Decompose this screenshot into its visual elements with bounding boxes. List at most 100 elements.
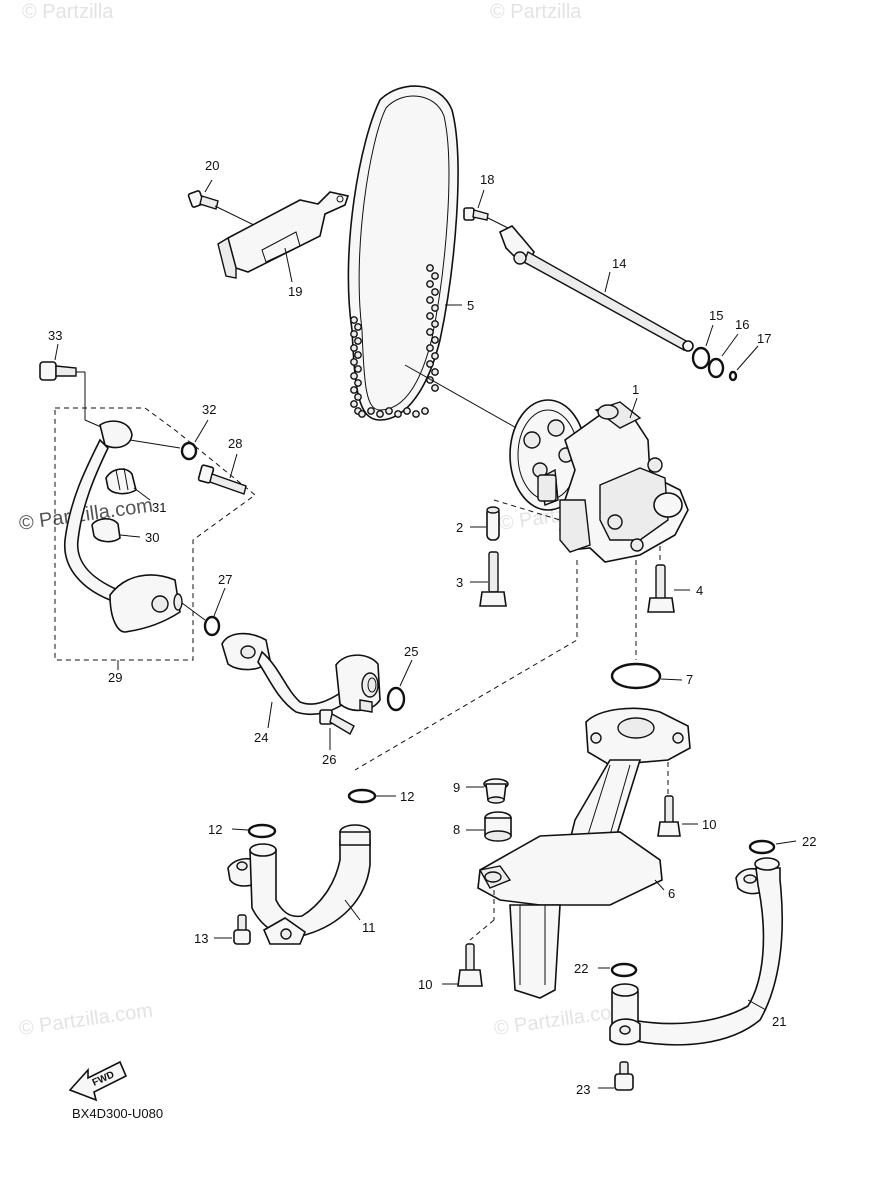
chain-roller bbox=[350, 358, 358, 366]
callout-1: 1 bbox=[632, 382, 639, 397]
chain-roller bbox=[426, 328, 434, 336]
part-23-bolt bbox=[614, 1061, 634, 1091]
chain-roller bbox=[431, 384, 439, 392]
chain-roller bbox=[354, 351, 362, 359]
part-28-bolt bbox=[197, 464, 247, 495]
callout-10-lower: 10 bbox=[418, 977, 432, 992]
callout-10-upper: 10 bbox=[702, 817, 716, 832]
callout-5: 5 bbox=[467, 298, 474, 313]
chain-roller bbox=[426, 296, 434, 304]
part-16-o-ring bbox=[707, 357, 725, 379]
part-19-bracket bbox=[217, 191, 350, 279]
watermark-bottom-right: © Partzilla.com bbox=[493, 999, 630, 1040]
chain-roller bbox=[431, 304, 439, 312]
callout-9: 9 bbox=[453, 780, 460, 795]
part-27-o-ring bbox=[203, 615, 221, 637]
diagram-code: BX4D300-U080 bbox=[72, 1106, 163, 1121]
part-31-clamp bbox=[105, 467, 137, 495]
callout-29: 29 bbox=[108, 670, 122, 685]
part-18-bolt bbox=[463, 207, 489, 221]
callout-26: 26 bbox=[322, 752, 336, 767]
fwd-arrow-icon: FWD bbox=[68, 1060, 128, 1102]
part-20-bolt bbox=[187, 190, 219, 210]
part-9-collar bbox=[483, 778, 509, 804]
part-22-o-ring-lower bbox=[610, 962, 638, 978]
callout-14: 14 bbox=[612, 256, 626, 271]
watermark-bottom-left: © Partzilla.com bbox=[18, 999, 155, 1040]
part-22-o-ring-upper bbox=[748, 839, 776, 855]
chain-roller bbox=[350, 400, 358, 408]
callout-12-left: 12 bbox=[208, 822, 222, 837]
callout-19: 19 bbox=[288, 284, 302, 299]
part-10-bolt-upper bbox=[657, 795, 681, 837]
chain-roller bbox=[354, 323, 362, 331]
callout-17: 17 bbox=[757, 331, 771, 346]
part-10-bolt-lower bbox=[457, 943, 483, 987]
part-17-o-ring bbox=[728, 370, 738, 382]
chain-roller bbox=[350, 316, 358, 324]
callout-31: 31 bbox=[152, 500, 166, 515]
part-1-oil-pump-assembly bbox=[509, 399, 689, 563]
watermark-top-left: © Partzilla bbox=[22, 1, 114, 23]
callout-11: 11 bbox=[362, 920, 376, 935]
chain-roller bbox=[350, 330, 358, 338]
part-30-clamp bbox=[91, 518, 121, 543]
chain-roller bbox=[426, 344, 434, 352]
callout-25: 25 bbox=[404, 644, 418, 659]
part-4-bolt bbox=[647, 564, 675, 613]
chain-roller bbox=[426, 360, 434, 368]
callout-6: 6 bbox=[668, 886, 675, 901]
callout-18: 18 bbox=[480, 172, 494, 187]
part-29-assembly-box bbox=[54, 407, 256, 661]
watermark-top-center: © Partzilla bbox=[490, 1, 582, 23]
part-7-o-ring bbox=[610, 662, 662, 690]
chain-roller bbox=[354, 365, 362, 373]
chain-roller bbox=[431, 320, 439, 328]
part-15-o-ring bbox=[691, 346, 711, 370]
part-6-oil-strainer bbox=[477, 707, 691, 999]
chain-roller bbox=[394, 410, 402, 418]
part-2-dowel-pin bbox=[486, 506, 500, 541]
callout-23: 23 bbox=[576, 1082, 590, 1097]
chain-roller bbox=[354, 379, 362, 387]
callout-4: 4 bbox=[696, 583, 703, 598]
chain-roller bbox=[431, 352, 439, 360]
chain-roller bbox=[350, 372, 358, 380]
part-12-o-ring-left bbox=[247, 823, 277, 839]
callout-28: 28 bbox=[228, 436, 242, 451]
callout-16: 16 bbox=[735, 317, 749, 332]
callout-13: 13 bbox=[194, 931, 208, 946]
chain-roller bbox=[376, 410, 384, 418]
part-29-oil-pipe-assembly bbox=[64, 420, 183, 633]
callout-12-upper: 12 bbox=[400, 789, 414, 804]
chain-roller bbox=[426, 280, 434, 288]
part-26-bolt bbox=[319, 709, 355, 735]
part-5-timing-chain bbox=[347, 85, 459, 421]
part-25-o-ring bbox=[386, 686, 406, 712]
chain-roller bbox=[358, 410, 366, 418]
callout-2: 2 bbox=[456, 520, 463, 535]
callout-20: 20 bbox=[205, 158, 219, 173]
callout-15: 15 bbox=[709, 308, 723, 323]
chain-roller bbox=[431, 368, 439, 376]
callout-21: 21 bbox=[772, 1014, 786, 1029]
chain-roller bbox=[367, 407, 375, 415]
callout-22-upper: 22 bbox=[802, 834, 816, 849]
chain-roller bbox=[426, 264, 434, 272]
chain-roller bbox=[426, 312, 434, 320]
part-14-shaft bbox=[498, 225, 694, 352]
chain-roller bbox=[354, 337, 362, 345]
chain-roller bbox=[403, 407, 411, 415]
part-24-oil-pipe bbox=[221, 632, 381, 716]
part-8-grommet bbox=[484, 811, 512, 842]
chain-roller bbox=[412, 410, 420, 418]
chain-roller bbox=[354, 393, 362, 401]
callout-22-lower: 22 bbox=[574, 961, 588, 976]
chain-roller bbox=[431, 336, 439, 344]
callout-3: 3 bbox=[456, 575, 463, 590]
part-33-bolt bbox=[39, 361, 77, 381]
part-13-bolt bbox=[233, 914, 251, 945]
chain-roller bbox=[431, 272, 439, 280]
callout-27: 27 bbox=[218, 572, 232, 587]
